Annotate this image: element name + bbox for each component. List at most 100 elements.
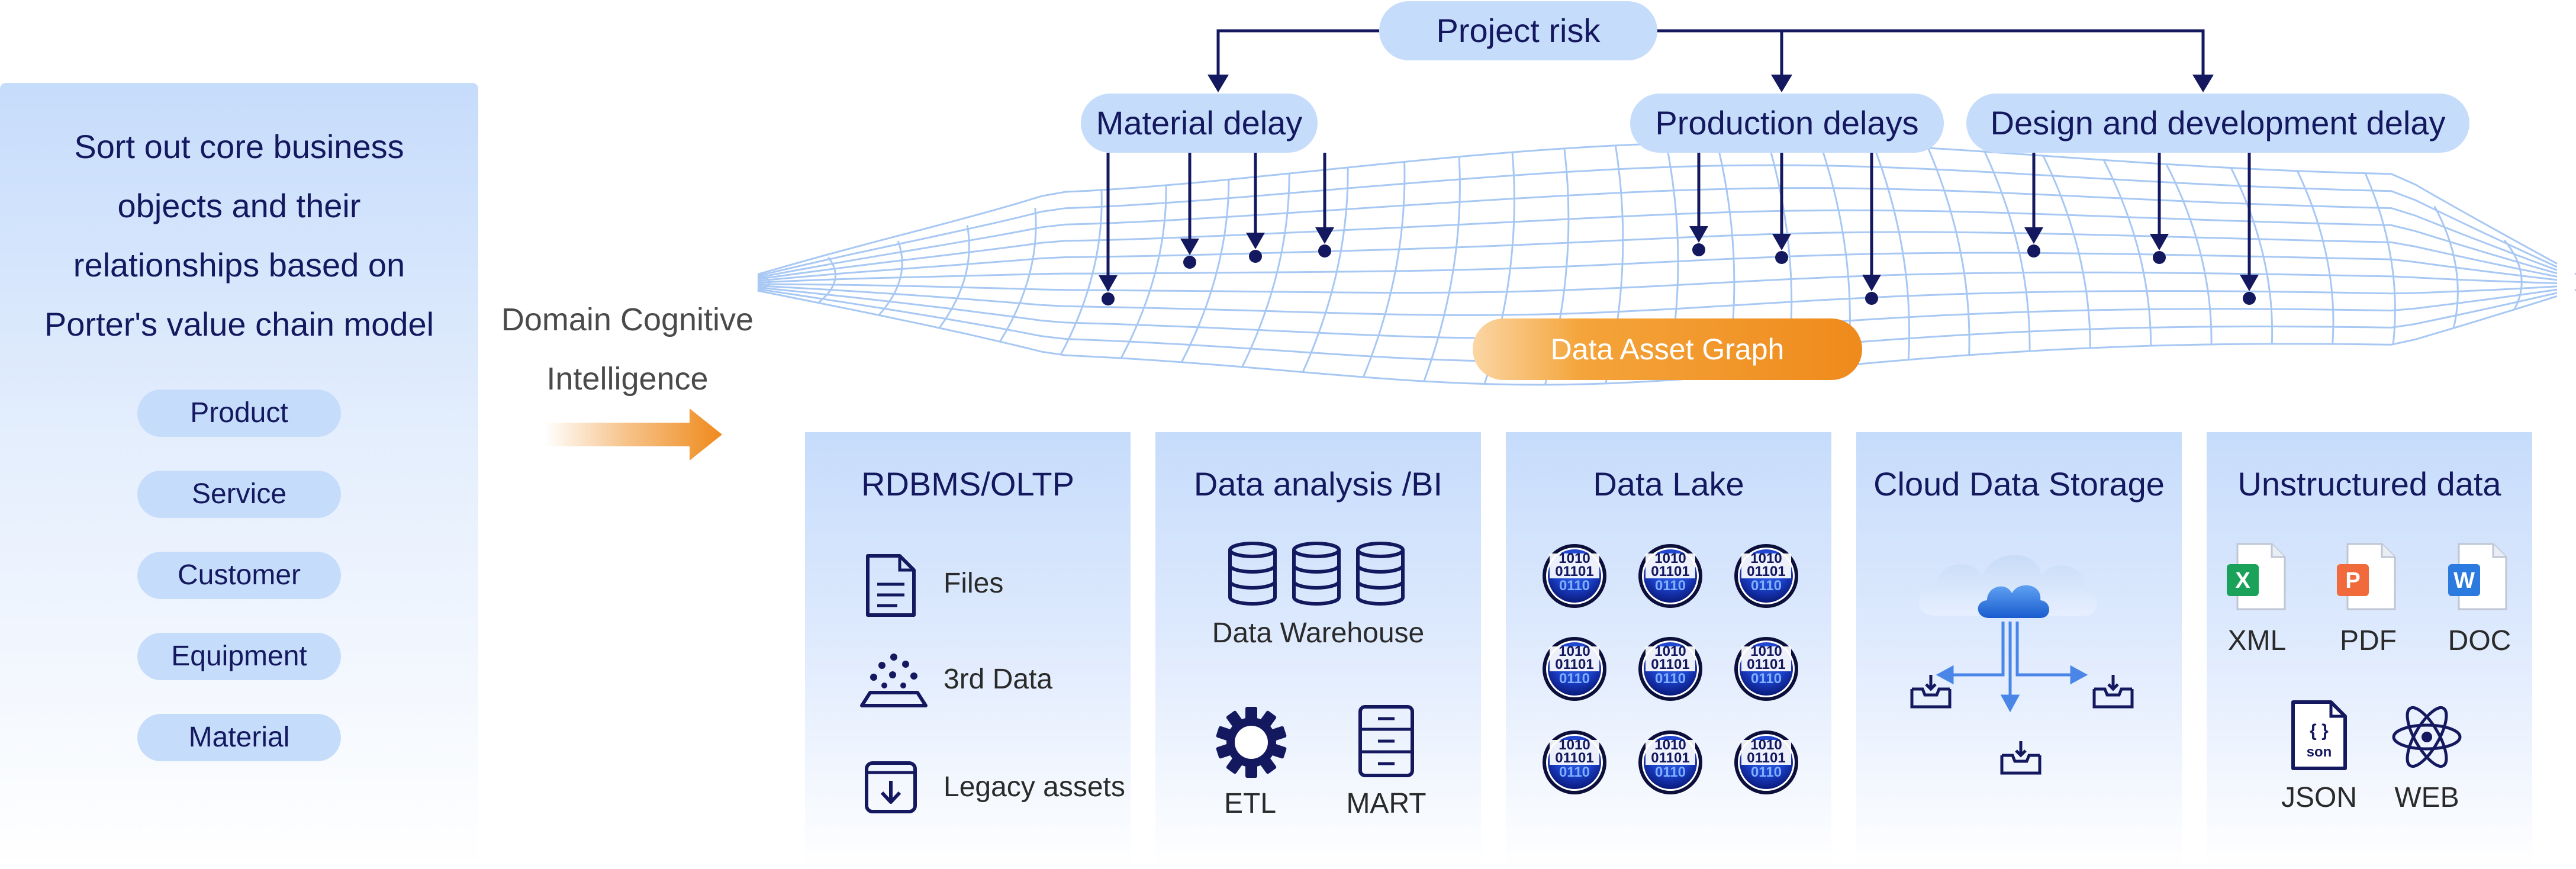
flow-arrow-icon bbox=[545, 408, 722, 461]
graph-node-dot bbox=[1692, 243, 1705, 256]
data-warehouse-label: Data Warehouse bbox=[1212, 617, 1425, 649]
cloud-data-storage-panel: Cloud Data Storage bbox=[1856, 432, 2182, 869]
panel-title: RDBMS/OLTP bbox=[861, 465, 1074, 503]
binary-text: 1010 bbox=[1559, 551, 1590, 567]
drop-arrowhead bbox=[1315, 227, 1334, 244]
mesh-column-line bbox=[2503, 239, 2523, 310]
data-mesh-graphic bbox=[757, 141, 2576, 386]
binary-text: 01101 bbox=[1555, 750, 1593, 766]
binary-text: 01101 bbox=[1747, 656, 1785, 672]
drop-arrowhead bbox=[1099, 275, 1118, 292]
mesh-column-line bbox=[1060, 189, 1103, 356]
graph-node-dot bbox=[1775, 251, 1788, 264]
xml-file-icon: X bbox=[2227, 543, 2286, 610]
binary-text: 0110 bbox=[1655, 578, 1686, 594]
rdbms-oltp-panel: RDBMS/OLTP Files 3rd Data Legacy assets bbox=[805, 432, 1131, 869]
mesh-column-line bbox=[2433, 205, 2459, 329]
risk-connectors bbox=[1099, 29, 2259, 305]
graph-node-dot bbox=[1183, 256, 1196, 269]
mesh-column-line bbox=[2102, 159, 2152, 346]
third-party-data-icon bbox=[860, 654, 928, 707]
mesh-column-line bbox=[2296, 170, 2334, 345]
drop-arrowhead bbox=[1246, 233, 1265, 249]
inbox-icon bbox=[2092, 675, 2134, 709]
binary-text: 1010 bbox=[1654, 737, 1686, 753]
graph-node-dot bbox=[2153, 251, 2166, 264]
mesh-column-line bbox=[2042, 155, 2091, 348]
heading-line: relationships based on bbox=[73, 246, 405, 284]
binary-text: 0110 bbox=[1559, 578, 1590, 594]
json-glyph: { } bbox=[2310, 721, 2329, 741]
etl-label: ETL bbox=[1223, 788, 1277, 819]
doc-label: DOC bbox=[2448, 625, 2511, 656]
xml-label: XML bbox=[2227, 625, 2287, 656]
database-icon bbox=[1356, 542, 1405, 606]
binary-text: 1010 bbox=[1559, 643, 1590, 659]
drop-arrowhead bbox=[1180, 239, 1199, 255]
data-asset-graph-badge: Data Asset Graph bbox=[1473, 318, 1862, 380]
pdf-file-icon: P bbox=[2337, 543, 2396, 610]
mesh-column-line bbox=[878, 240, 903, 316]
binary-text: 1010 bbox=[1654, 551, 1686, 567]
cloud-icon bbox=[1918, 555, 2097, 618]
drop-arrowhead bbox=[2150, 234, 2169, 250]
object-pill-product: Product bbox=[137, 390, 341, 437]
svg-text:W: W bbox=[2453, 568, 2475, 593]
cloud-distribution-arrows bbox=[1936, 622, 2088, 713]
object-pill-service: Service bbox=[137, 471, 341, 518]
graph-node-dot bbox=[2243, 292, 2256, 305]
binary-text: 0110 bbox=[1559, 671, 1590, 687]
object-pill-material: Material bbox=[137, 714, 341, 761]
drop-arrowhead bbox=[1689, 226, 1708, 243]
mart-cabinet-icon bbox=[1358, 705, 1414, 777]
legacy-assets-label: Legacy assets bbox=[944, 771, 1125, 803]
web-atom-icon bbox=[2392, 706, 2462, 768]
label-line: Domain Cognitive bbox=[501, 302, 754, 337]
mesh-column-line bbox=[1872, 144, 1911, 360]
binary-text: 01101 bbox=[1651, 750, 1689, 766]
binary-text: 0110 bbox=[1751, 578, 1782, 594]
production-delays-node: Production delays bbox=[1630, 94, 1944, 153]
mesh-column-line bbox=[938, 225, 970, 329]
binary-text: 1010 bbox=[1750, 737, 1782, 753]
mesh-row-line bbox=[757, 209, 2558, 281]
binary-text: 0110 bbox=[1655, 764, 1686, 780]
binary-text: 1010 bbox=[1750, 551, 1782, 567]
doc-file-icon: W bbox=[2448, 543, 2507, 610]
mesh-column-line bbox=[1927, 147, 1970, 355]
binary-text: 0110 bbox=[1751, 764, 1782, 780]
mesh-row-line bbox=[757, 289, 2558, 386]
gear-tooth bbox=[1245, 707, 1257, 721]
inbox-icon bbox=[1910, 675, 1952, 709]
graph-node-dot bbox=[1249, 250, 1262, 263]
mesh-column-line bbox=[1362, 162, 1406, 378]
domain-cognitive-intelligence-label: Domain Cognitive Intelligence bbox=[485, 290, 769, 408]
binary-text: 0110 bbox=[1751, 671, 1782, 687]
web-label: WEB bbox=[2394, 782, 2459, 813]
panel-title: Unstructured data bbox=[2237, 465, 2501, 503]
label-line: Intelligence bbox=[546, 361, 709, 397]
mesh-column-line bbox=[1180, 179, 1230, 363]
json-sub: son bbox=[2307, 744, 2332, 760]
mesh-row-line bbox=[757, 285, 2558, 316]
svg-text:X: X bbox=[2235, 568, 2250, 593]
binary-text: 01101 bbox=[1651, 656, 1689, 672]
binary-text: 0110 bbox=[1655, 671, 1686, 687]
heading-line: objects and their bbox=[117, 187, 361, 224]
mesh-column-line bbox=[817, 256, 836, 304]
mesh-column-line bbox=[1120, 185, 1167, 359]
panel-heading: Sort out core business objects and their… bbox=[18, 117, 461, 354]
etl-gear-icon bbox=[1216, 707, 1287, 778]
file-icon bbox=[866, 554, 916, 617]
graph-node-dot bbox=[1865, 292, 1878, 305]
archive-download-icon bbox=[865, 761, 917, 813]
graph-node-dot bbox=[1318, 244, 1331, 258]
